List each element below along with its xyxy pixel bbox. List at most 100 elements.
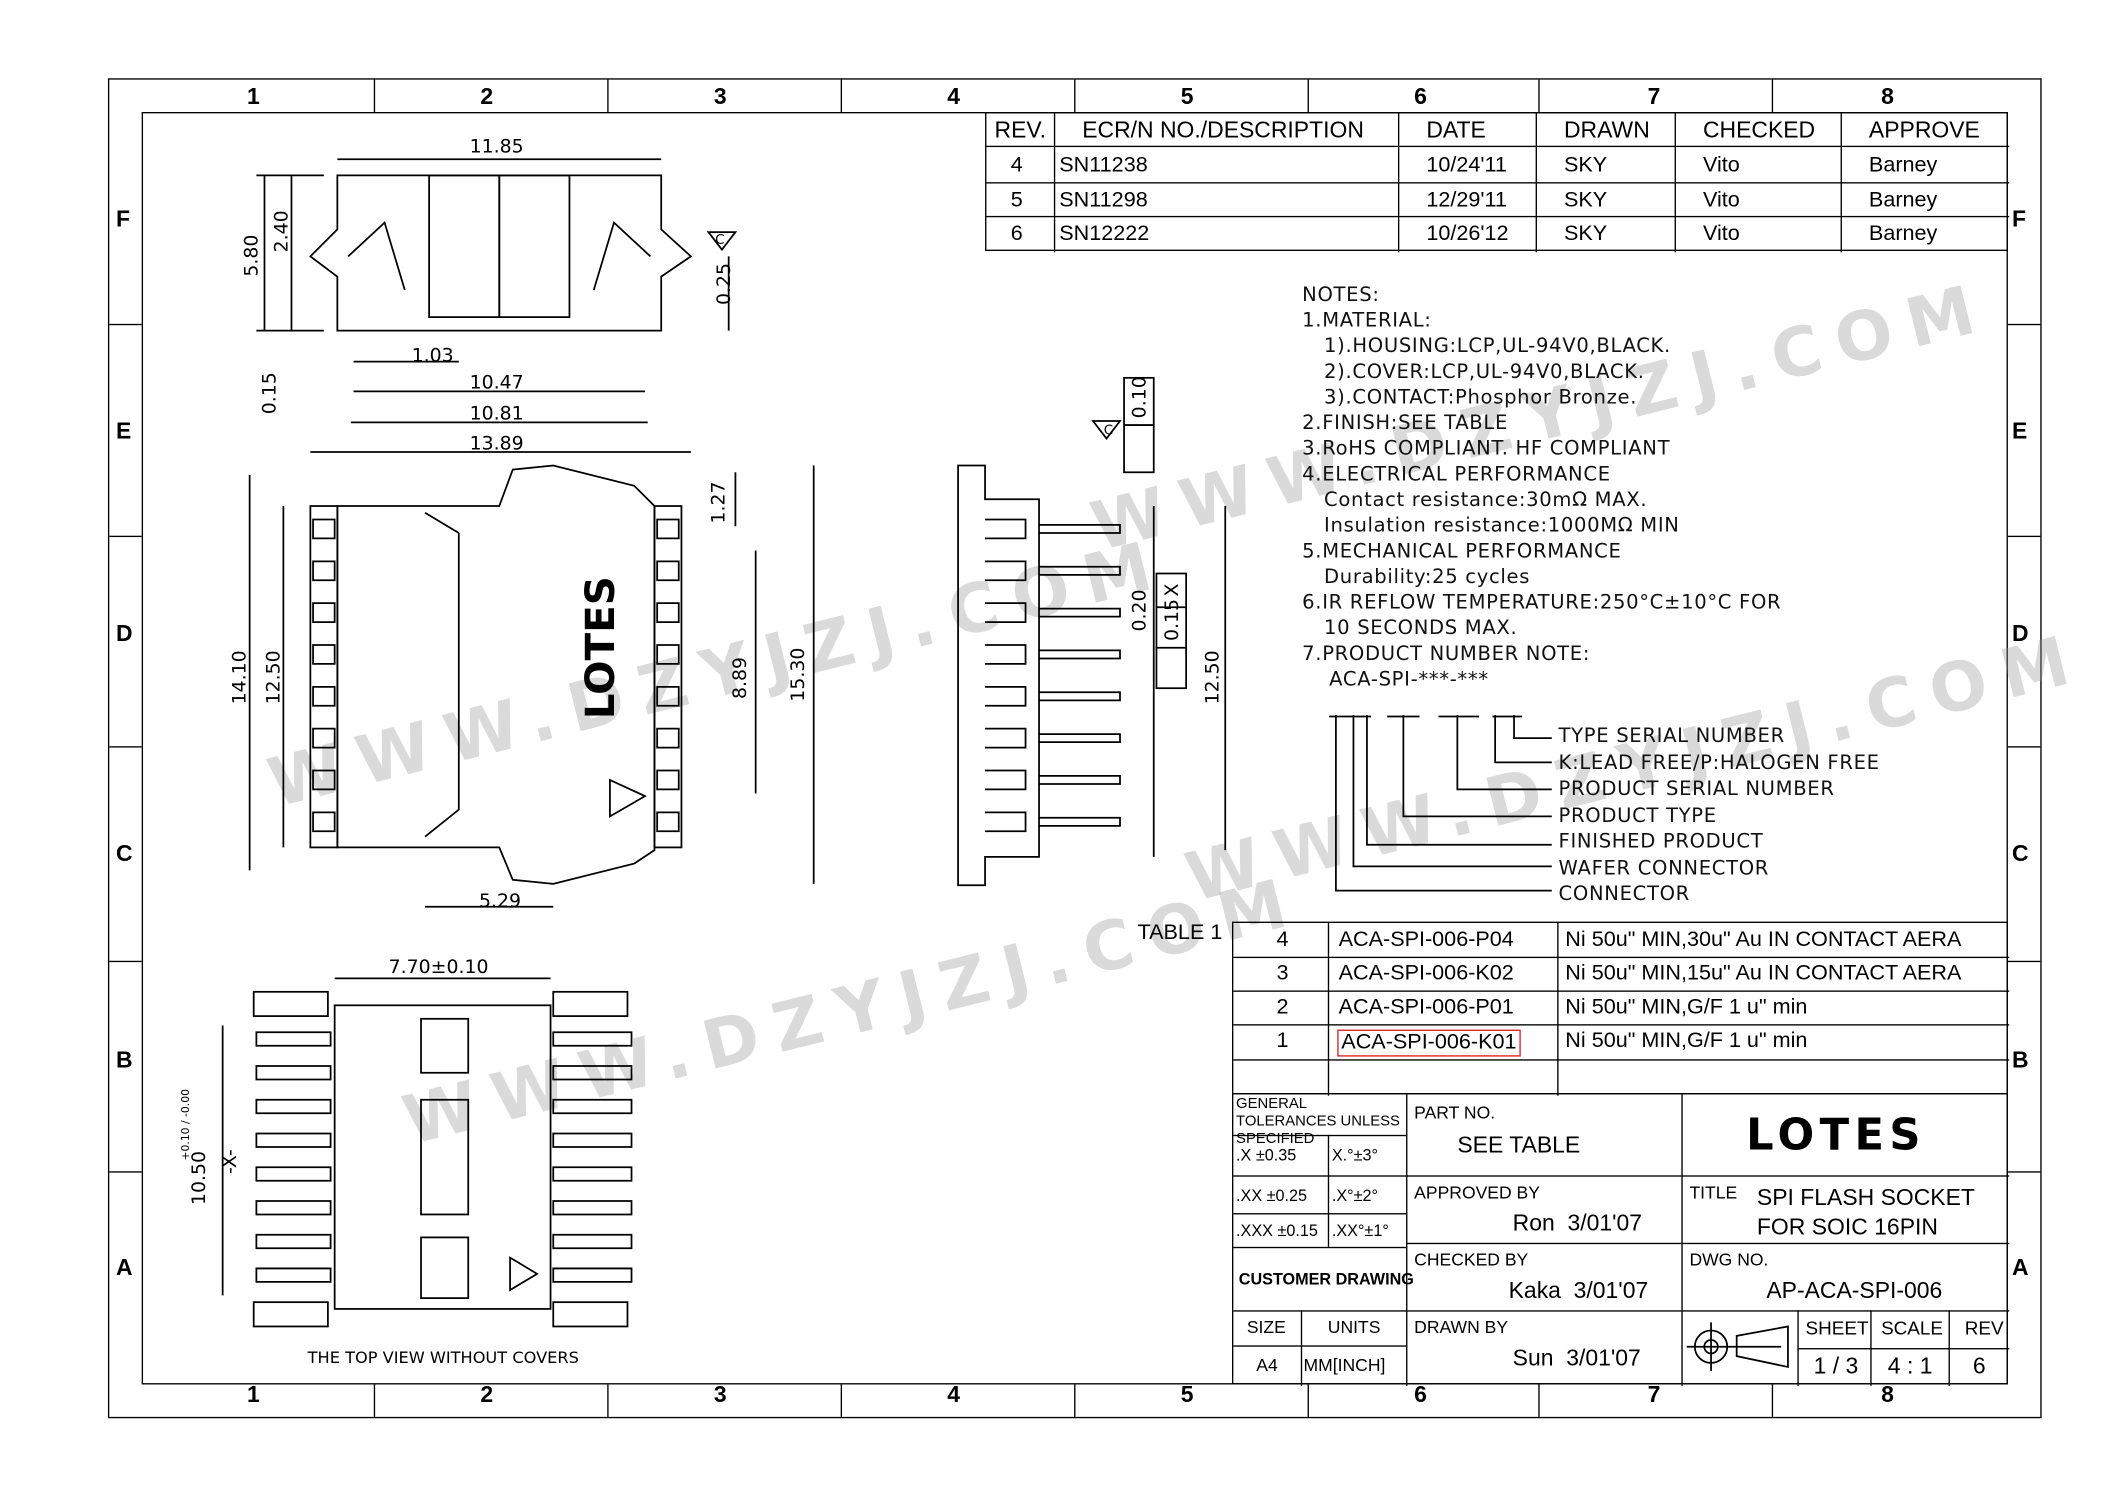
contact-pin [985, 727, 1121, 749]
divider [109, 746, 142, 748]
divider [1233, 956, 2010, 959]
table-cell: Barney [1868, 188, 1938, 212]
divider [1327, 922, 1330, 1096]
dimension: 10.81 [470, 403, 524, 425]
zone-row-label: A [2011, 1254, 2029, 1281]
table-cell: SKY [1563, 188, 1608, 212]
divider [986, 182, 2010, 184]
contact-pin [312, 560, 680, 582]
table-cell: Ni 50u" MIN,30u" Au IN CONTACT AERA [1565, 928, 1962, 952]
dimension: 1.03 [412, 345, 454, 367]
zone-column-label: 3 [713, 1381, 727, 1408]
pn-legend-item: PRODUCT SERIAL NUMBER [1558, 778, 1835, 801]
zone-column-label: 7 [1647, 83, 1661, 110]
dimension: 13.89 [470, 432, 524, 454]
title-block: GENERAL TOLERANCES UNLESS SPECIFIED.X ±0… [1232, 1093, 2010, 1386]
divider [109, 1171, 142, 1174]
contact-pin [312, 685, 680, 707]
table-cell: SKY [1563, 153, 1608, 177]
contact-pin [312, 811, 680, 833]
note-line: 1.MATERIAL: [1302, 310, 1432, 332]
part-number: ACA-SPI-006-P04 [1338, 928, 1514, 952]
note-line: 7.PRODUCT NUMBER NOTE: [1302, 643, 1591, 666]
divider [2007, 960, 2041, 963]
approved-value: Ron 3/01'07 [1512, 1210, 1643, 1237]
table-cell: 2 [1276, 995, 1289, 1019]
contact-pin [312, 644, 680, 665]
part-number: ACA-SPI-006-P01 [1338, 995, 1514, 1019]
top-view-caption: THE TOP VIEW WITHOUT COVERS [307, 1348, 579, 1367]
column-header: APPROVE [1868, 117, 1980, 144]
table-cell: Ni 50u" MIN,G/F 1 u" min [1565, 1029, 1808, 1053]
title-label: TITLE [1689, 1182, 1738, 1203]
contact-pin [255, 1132, 633, 1148]
dimension: 12.50 [262, 650, 284, 704]
column-header: ECR/N NO./DESCRIPTION [1082, 117, 1364, 144]
table-cell: 6 [1010, 222, 1023, 246]
divider [1406, 1242, 1682, 1245]
divider [109, 535, 142, 538]
divider [1233, 1345, 1407, 1348]
tolerance-value: .X°±2° [1331, 1186, 1379, 1206]
divider [1681, 1175, 2010, 1178]
divider [1557, 922, 1559, 1096]
company-logo: LOTES [1746, 1109, 1926, 1161]
zone-column-label: 6 [1414, 83, 1427, 110]
table-cell: 5 [1010, 188, 1023, 212]
contact-pin [985, 811, 1121, 833]
dwg-no-value: AP-ACA-SPI-006 [1766, 1277, 1943, 1304]
contact-pin [985, 602, 1121, 623]
divider [1074, 1384, 1076, 1417]
dimension: 11.85 [470, 135, 524, 157]
notes: NOTES: 1.MATERIAL: 1).HOUSING:LCP,UL-94V… [1302, 283, 1781, 693]
table-cell: 10/24'11 [1426, 153, 1507, 177]
contact-pin [985, 685, 1121, 707]
divider [986, 145, 2010, 148]
table-cell: 3 [1276, 962, 1289, 986]
tolerance-header: GENERAL TOLERANCES UNLESS SPECIFIED [1236, 1095, 1400, 1147]
divider [1300, 1310, 1303, 1386]
body-logo: LOTES [576, 576, 624, 719]
table-cell: SN11238 [1059, 153, 1148, 177]
table-cell: 12/29'11 [1426, 188, 1507, 212]
divider [1233, 990, 2010, 993]
pn-legend-item: FINISHED PRODUCT [1558, 831, 1764, 853]
note-line: 3).CONTACT:Phosphor Bronze. [1310, 387, 1638, 409]
checked-label: CHECKED BY [1414, 1249, 1529, 1270]
table-cell: 4 [1276, 928, 1289, 952]
divider [840, 79, 843, 113]
note-line: 2.FINISH:SEE TABLE [1302, 412, 1509, 435]
divider [1307, 79, 1310, 113]
contact-pin [255, 1267, 633, 1283]
table-cell: Barney [1868, 222, 1938, 246]
divider [109, 323, 142, 326]
divider [1681, 1094, 1684, 1386]
table-cell: Vito [1702, 188, 1740, 212]
note-line: 5.MECHANICAL PERFORMANCE [1302, 541, 1622, 563]
datum-c: C [715, 232, 724, 248]
note-line: Contact resistance:30mΩ MAX. [1310, 489, 1648, 512]
zone-column-label: 2 [480, 1381, 494, 1408]
column-header: DATE [1426, 117, 1486, 144]
dimension: 14.10 [229, 650, 251, 704]
dimension-tolerance: +0.10 / -0.00 [179, 1089, 192, 1161]
table-cell: 1 [1276, 1029, 1289, 1053]
divider [1406, 1175, 1682, 1178]
part-no-value: SEE TABLE [1457, 1132, 1581, 1158]
datum-c: C [1104, 423, 1113, 439]
zone-row-label: B [116, 1047, 133, 1073]
column-header: CHECKED [1702, 117, 1816, 144]
pn-legend-item: TYPE SERIAL NUMBER [1558, 725, 1785, 748]
zone-column-label: 3 [713, 83, 727, 110]
contact-pin [312, 727, 680, 749]
drawn-value: Sun 3/01'07 [1512, 1345, 1641, 1371]
units-label: UNITS [1327, 1317, 1381, 1338]
zone-row-label: E [2011, 418, 2028, 444]
pn-legend-item: K:LEAD FREE/P:HALOGEN FREE [1558, 752, 1880, 774]
divider [1538, 1384, 1541, 1417]
divider [1233, 1213, 1407, 1215]
datum-label: -X- [219, 1149, 241, 1174]
dimension: 0.15 [1161, 599, 1183, 641]
zone-column-label: 5 [1180, 1381, 1194, 1408]
